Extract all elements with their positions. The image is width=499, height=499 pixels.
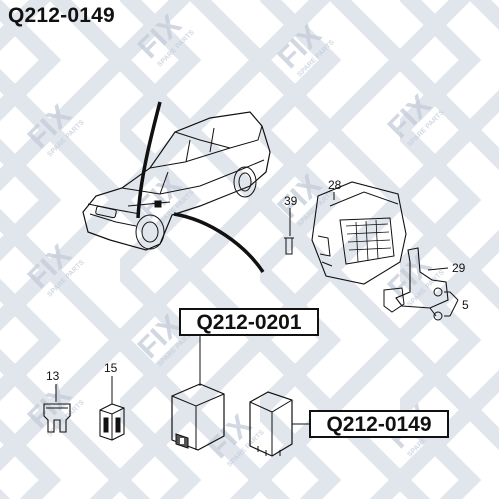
label-39: 39 — [284, 194, 298, 208]
fuse-box-28 — [311, 181, 407, 285]
callout-part-q212-0201: Q212-0201 — [179, 308, 319, 336]
page-title: Q212-0149 — [8, 4, 115, 27]
label-13: 13 — [46, 369, 60, 383]
leader-lines — [55, 192, 459, 425]
mini-fuse-15 — [99, 403, 125, 441]
label-28: 28 — [328, 178, 342, 192]
blade-fuse-13 — [43, 403, 71, 433]
pointer-line-a — [136, 101, 162, 219]
car-illustration — [82, 111, 271, 251]
relay-q212-0201 — [171, 383, 225, 451]
label-5: 5 — [462, 298, 469, 312]
label-29: 29 — [452, 261, 466, 275]
bolt-39 — [284, 237, 294, 255]
label-15: 15 — [104, 361, 118, 375]
pointer-line-b — [173, 212, 265, 273]
bracket-29 — [383, 247, 449, 321]
callout-part-q212-0149: Q212-0149 — [309, 410, 449, 438]
relay-q212-0149 — [249, 391, 293, 457]
